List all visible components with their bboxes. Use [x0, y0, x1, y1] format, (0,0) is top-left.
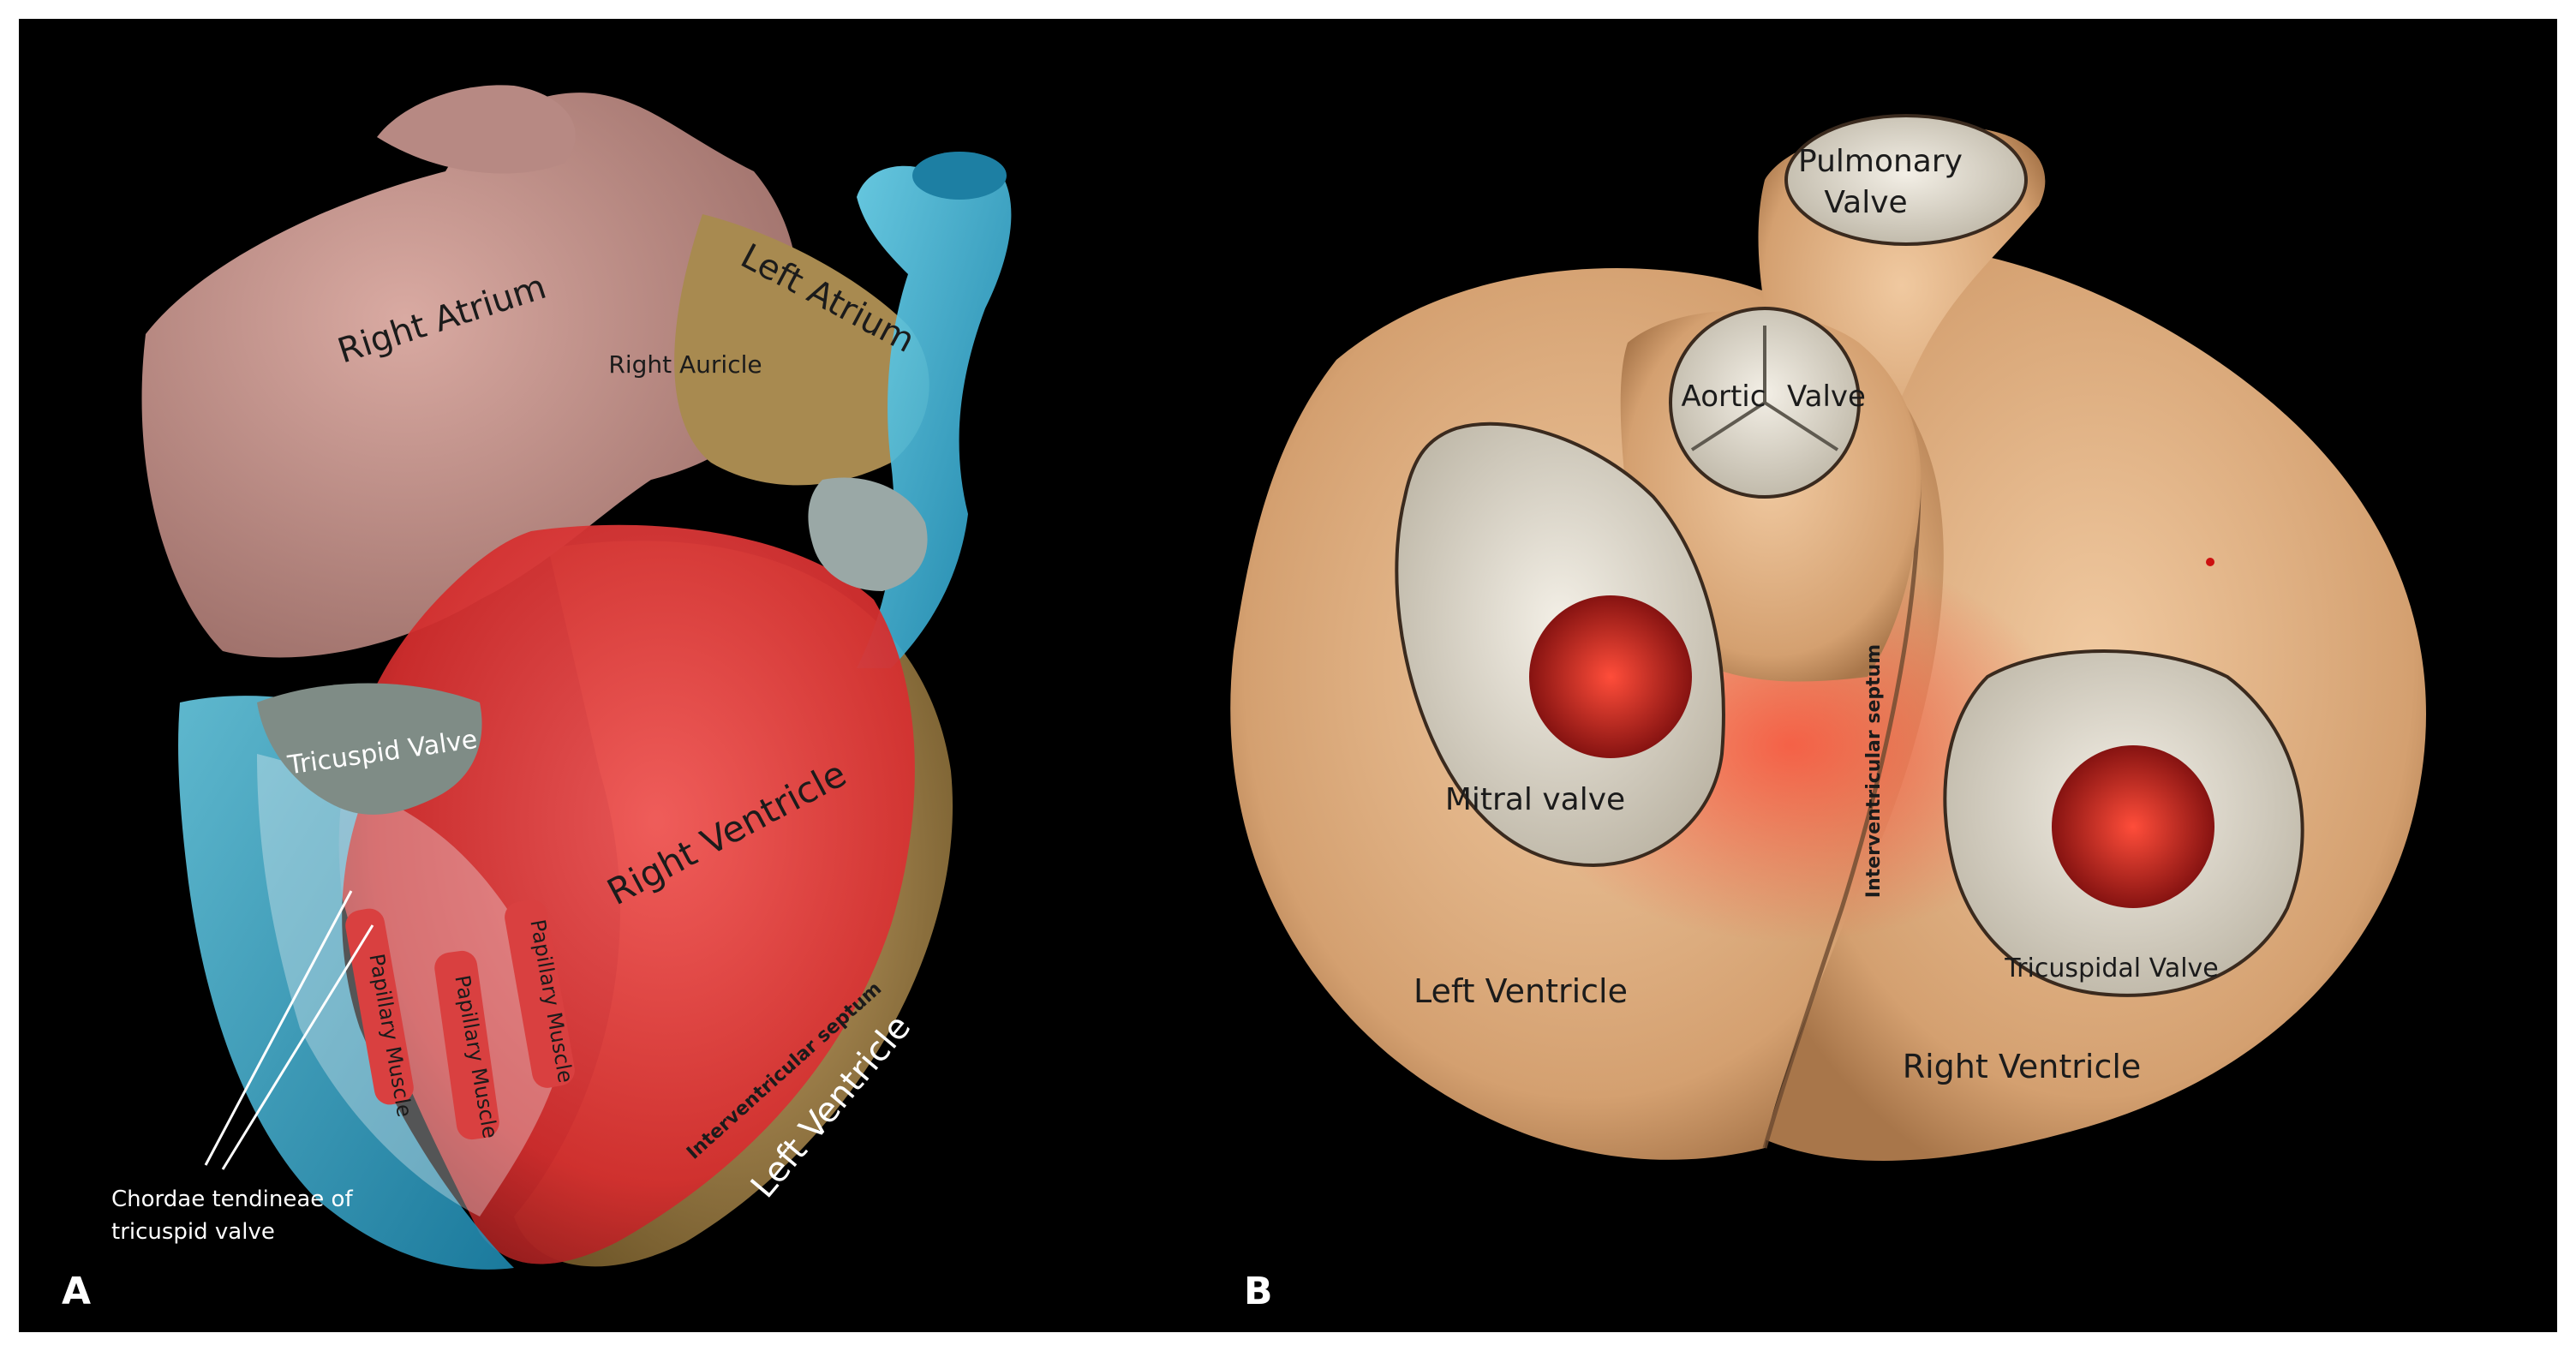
papillary-muscle-shape-2	[434, 950, 499, 1140]
panel-a: Right Atrium Right Auricle Left Atrium T…	[62, 85, 1012, 1313]
chordae-pointer-line-2	[221, 924, 374, 1170]
label-mitral-valve: Mitral valve	[1445, 782, 1625, 817]
panel-b: Pulmonary Valve Aortic Valve Mitral valv…	[1230, 114, 2426, 1313]
pulmonary-valve-opening	[1784, 114, 2028, 246]
label-right-auricle: Right Auricle	[608, 350, 762, 379]
chordae-pointer-line-1	[204, 890, 353, 1166]
papillary-muscle-shape-1	[345, 908, 414, 1105]
mitral-orifice	[1529, 595, 1692, 758]
label-interventricular-septum-b: Interventricular septum	[1863, 644, 1885, 898]
label-aortic: Aortic	[1682, 380, 1766, 414]
left-atrium-shape	[674, 214, 929, 486]
label-right-ventricle-b: Right Ventricle	[1903, 1048, 2142, 1085]
right-atrium-shape	[141, 93, 800, 658]
surface-dot	[2206, 558, 2214, 566]
panel-letter-b: B	[1244, 1270, 1273, 1313]
pulmonary-valve-shape-a	[808, 477, 928, 591]
label-aortic-valve-word: Valve	[1787, 380, 1866, 414]
ventricle-outer-wall	[178, 696, 514, 1270]
label-left-ventricle-b: Left Ventricle	[1414, 972, 1628, 1010]
tricuspid-valve-shape	[257, 683, 482, 815]
tricuspid-orifice	[2052, 745, 2214, 908]
septum-divider	[1762, 479, 1922, 1149]
label-chordae-line2: tricuspid valve	[111, 1219, 275, 1245]
aortic-valve-leaflets	[1690, 326, 1839, 451]
label-pulmonary-line1: Pulmonary	[1798, 144, 1963, 179]
label-chordae-line1: Chordae tendineae of	[111, 1187, 353, 1212]
label-pulmonary-line2: Valve	[1824, 185, 1907, 220]
panel-letter-a: A	[62, 1270, 91, 1313]
atrium-upper-lobe	[377, 85, 576, 174]
label-tricuspidal-valve: Tricuspidal Valve	[2004, 953, 2219, 983]
papillary-muscle-shape-3	[505, 900, 575, 1088]
aorta-opening	[912, 152, 1007, 200]
